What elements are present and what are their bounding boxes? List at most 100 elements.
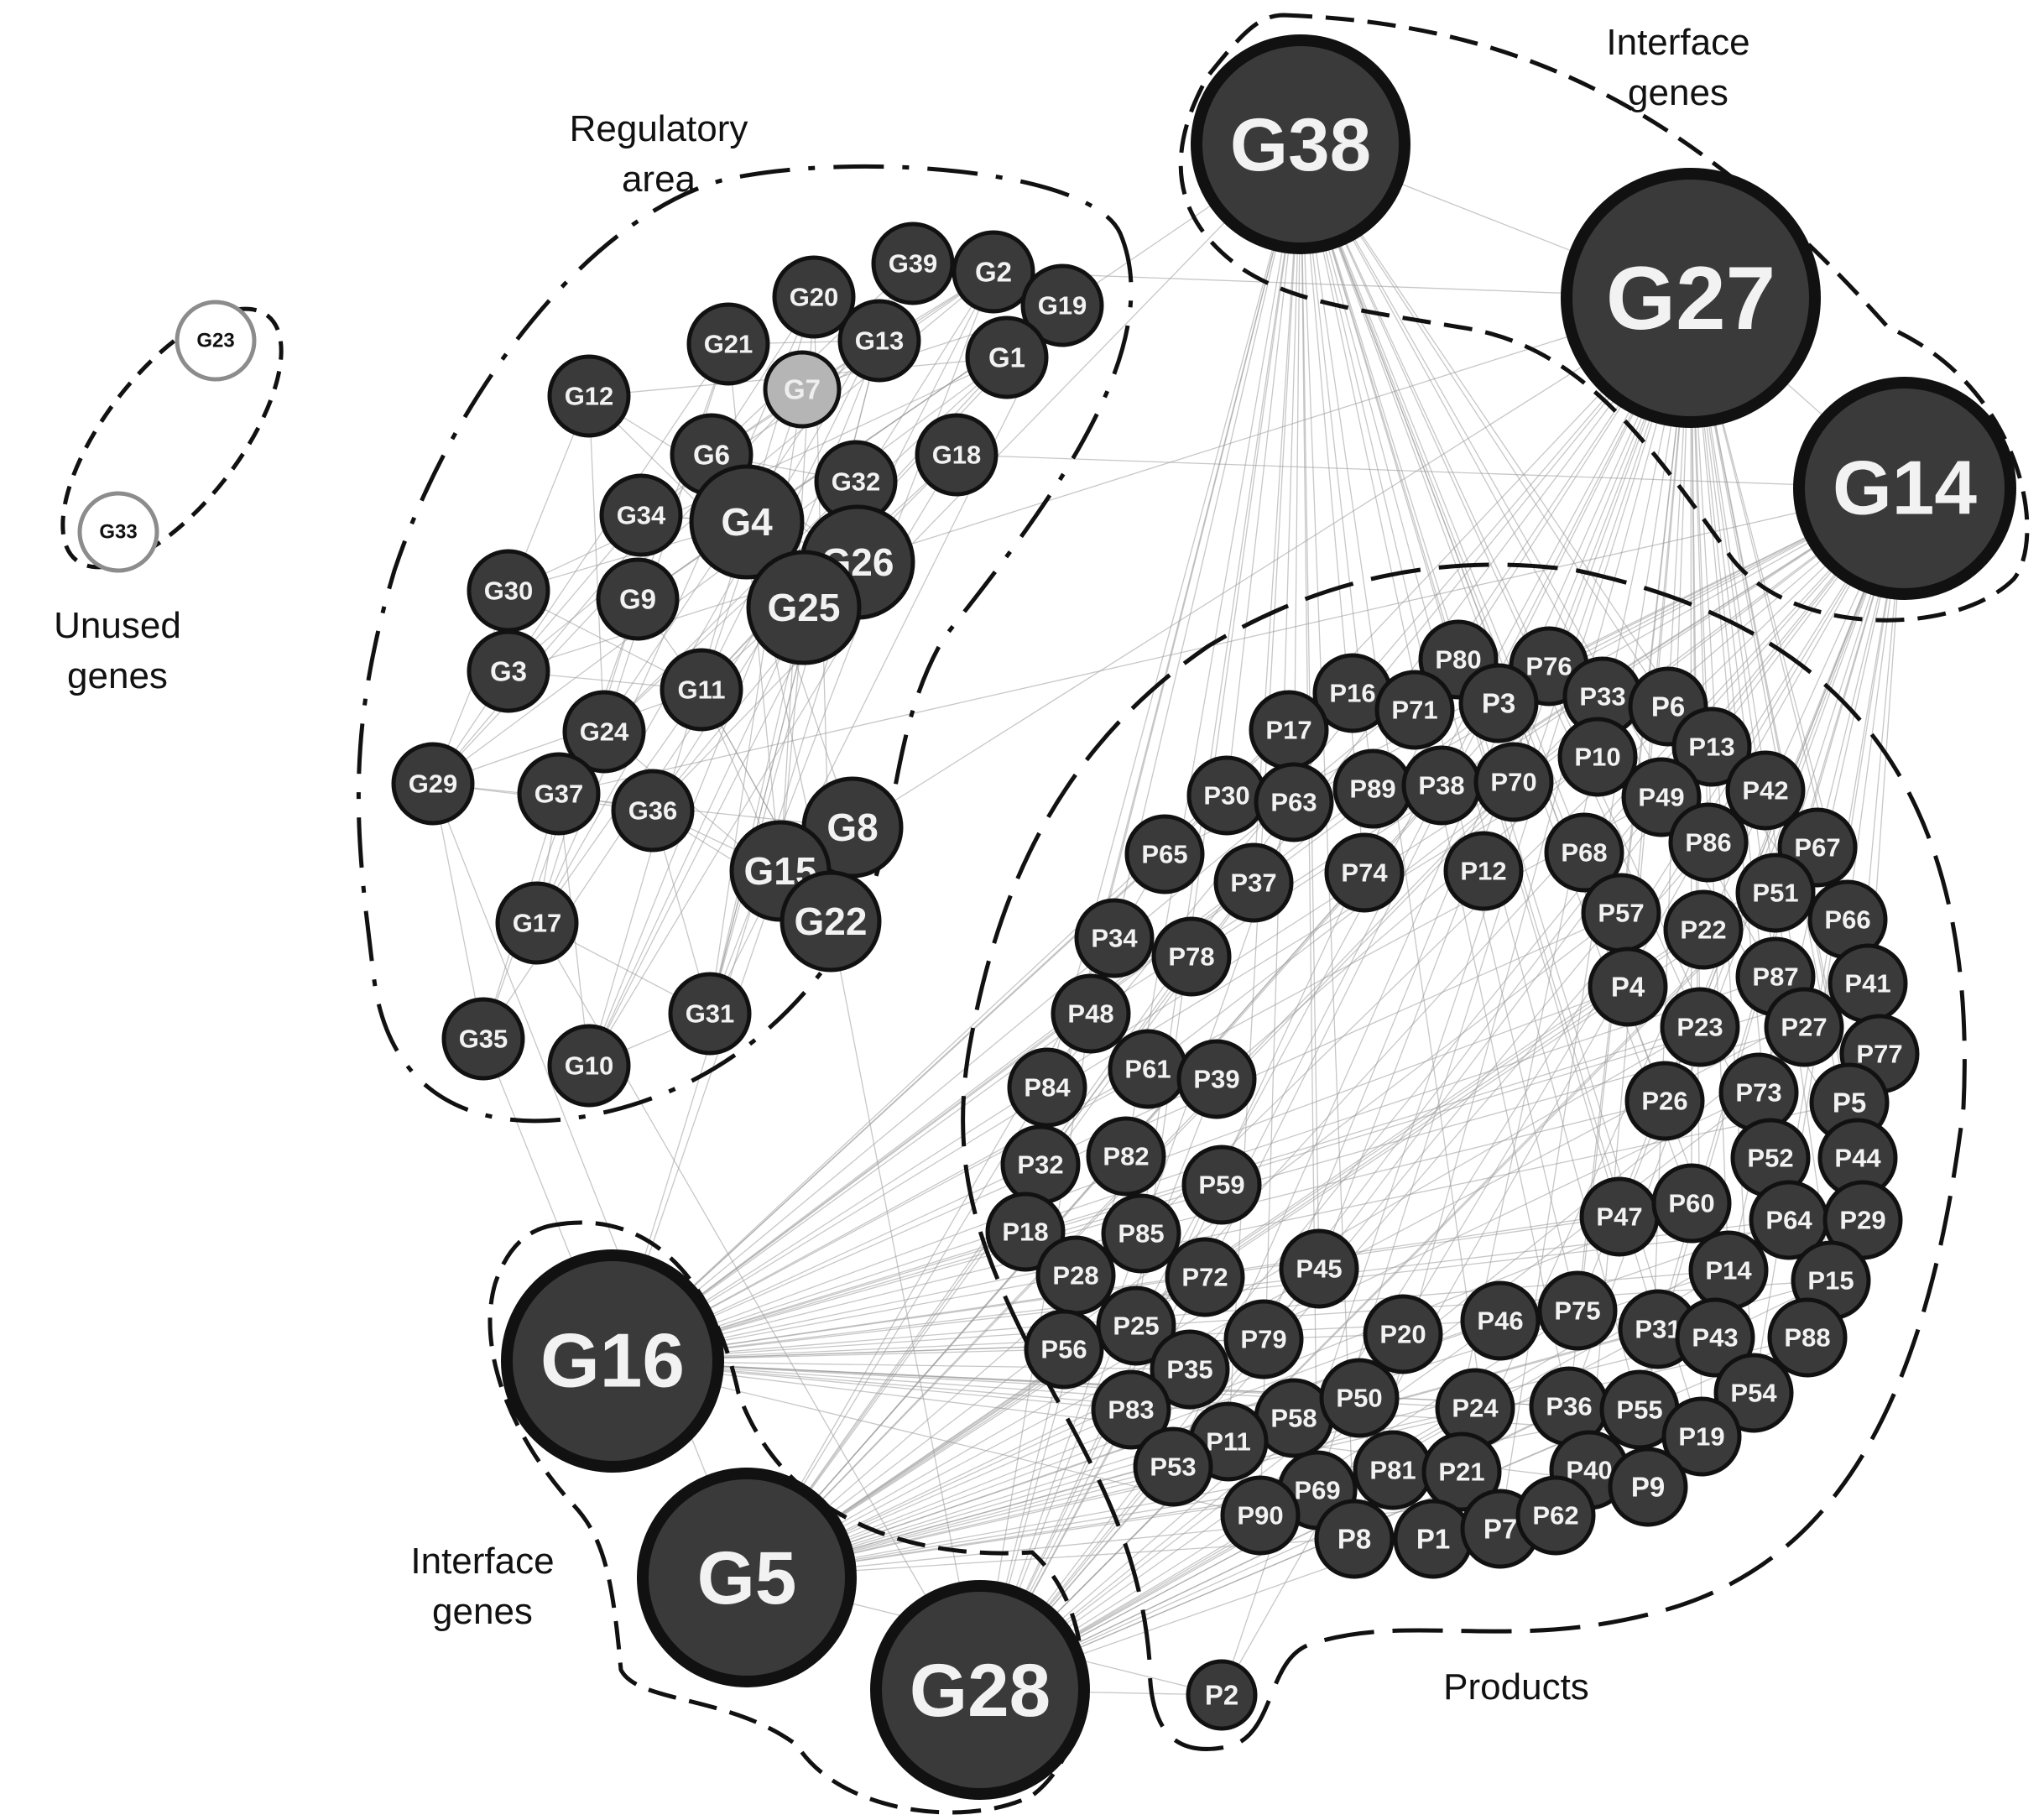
node-circle [1668,802,1749,883]
node-p25: P25 [1096,1285,1176,1366]
node-label: G5 [697,1536,797,1619]
products-label: Products [1443,1666,1589,1708]
edge [612,561,858,1362]
node-label: P51 [1752,879,1798,908]
edge [1300,143,1585,853]
node-circle [1458,663,1539,743]
node-p11: P11 [1188,1401,1269,1482]
node-p34: P34 [1074,898,1155,978]
edge [1300,143,1355,1540]
node-circle [1133,1426,1213,1507]
edge [709,607,805,1014]
node-g37: G37 [517,752,601,836]
node-circle [1165,1237,1245,1317]
node-circle [1096,1285,1176,1366]
edge [612,756,1598,1362]
node-p10: P10 [1557,717,1638,797]
node-label: P28 [1052,1261,1098,1291]
node-label: G16 [540,1319,685,1404]
node-circle [1151,916,1232,997]
node-circle [763,350,842,429]
node-circle [1124,814,1205,894]
node-label: G22 [795,900,868,943]
node-p54: P54 [1713,1353,1794,1433]
node-label: G25 [768,586,841,629]
edge [852,297,1692,828]
node-label: P2 [1205,1680,1238,1711]
node-circle [596,557,680,641]
node-label: P62 [1532,1501,1578,1531]
node-p47: P47 [1579,1176,1660,1257]
node-circle [562,690,646,774]
node-label: G14 [1833,446,1977,531]
node-circle [1213,842,1294,923]
node-label: G2 [975,257,1012,288]
node-p63: P63 [1254,762,1334,842]
edge [612,1360,1295,1419]
node-circle [1314,1499,1395,1579]
node-p90: P90 [1220,1475,1301,1556]
edge [1300,143,1669,707]
edge [1135,143,1301,1327]
edge [1172,297,1692,1468]
node-label: G11 [678,675,726,705]
node-label: P3 [1482,688,1515,719]
node-circle [1223,1299,1304,1379]
edge [612,882,1254,1362]
node-circle [1363,1294,1443,1374]
node-label: P30 [1203,781,1249,811]
node-circle [1091,1369,1171,1450]
node-p52: P52 [1730,1118,1811,1198]
node-label: P25 [1113,1312,1159,1341]
node-p88: P88 [1767,1297,1848,1378]
node-circle [1557,717,1638,797]
node-p29: P29 [1822,1180,1903,1260]
node-label: P8 [1337,1524,1371,1555]
node-label: P63 [1270,788,1317,817]
node-p61: P61 [1108,1029,1188,1109]
node-circle [77,491,159,573]
node-p75: P75 [1537,1270,1618,1351]
node-circle [501,1249,724,1473]
node-p70: P70 [1473,742,1554,822]
node-label: P42 [1742,776,1788,806]
node-circle [780,870,882,973]
node-label: P79 [1240,1325,1286,1354]
node-circle [1460,1280,1541,1361]
node-label: G21 [704,330,753,359]
node-label: P41 [1844,969,1890,999]
node-circle [1544,812,1624,893]
node-label: P52 [1747,1144,1793,1173]
node-circle [952,230,1035,314]
node-label: P34 [1091,924,1138,953]
node-label: P29 [1839,1206,1885,1235]
node-g1: G1 [965,316,1049,399]
node-label: P31 [1635,1315,1681,1344]
node-p35: P35 [1150,1329,1230,1410]
node-g14: G14 [1793,377,2016,600]
node-g13: G13 [837,299,921,383]
node-label: P21 [1438,1458,1484,1487]
node-label: P80 [1435,645,1481,675]
node-label: G31 [686,999,735,1029]
node-g17: G17 [495,881,579,965]
node-circle [467,629,550,713]
node-circle [1051,973,1131,1054]
node-circle [1024,1309,1104,1390]
interface-bottom-label-line2: genes [432,1591,533,1632]
node-g10: G10 [547,1024,631,1108]
node-g36: G36 [611,769,695,853]
node-circle [1319,1358,1400,1438]
node-p26: P26 [1624,1061,1705,1141]
node-p53: P53 [1133,1426,1213,1507]
node-circle [1074,898,1155,978]
edge [1300,143,1365,873]
node-g7: G7 [763,350,842,429]
node-g5: G5 [637,1468,857,1687]
node-circle [1473,742,1554,822]
node-circle [985,1192,1066,1272]
node-circle [965,316,1049,399]
node-label: G1 [988,342,1025,373]
node-label: P45 [1296,1254,1342,1284]
edge [1263,297,1692,1340]
